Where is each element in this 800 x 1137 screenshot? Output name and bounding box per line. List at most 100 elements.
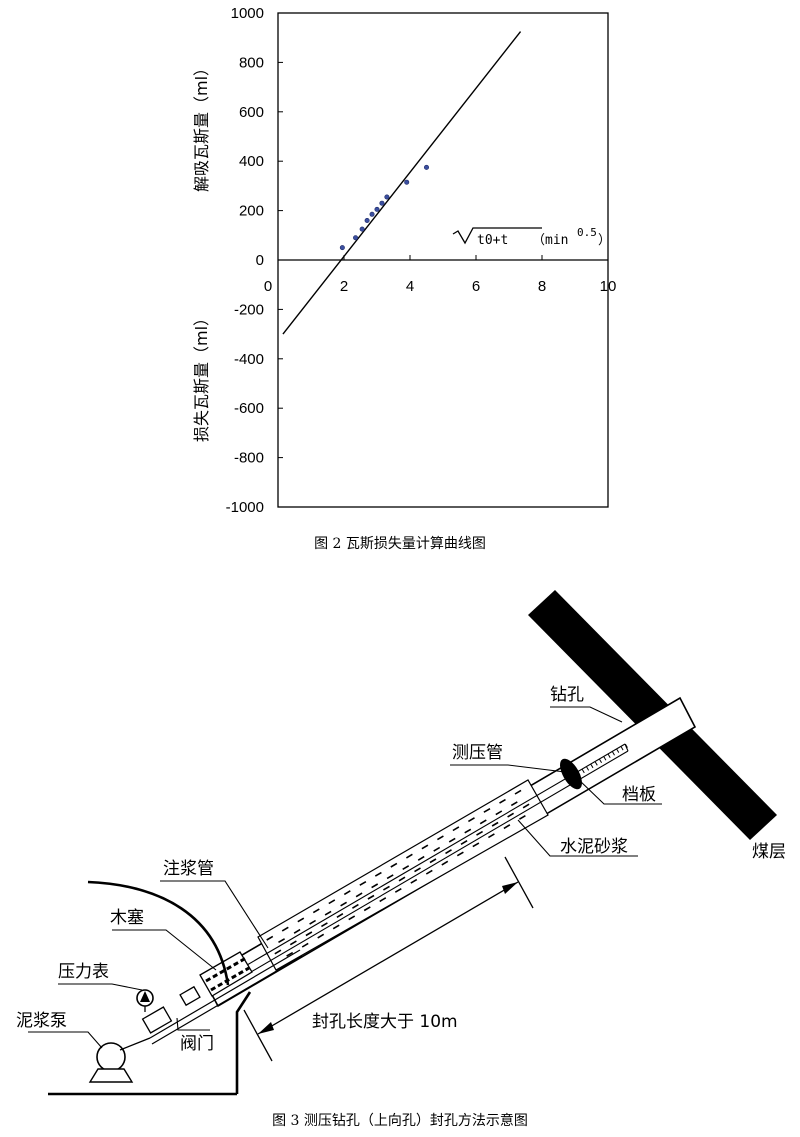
tube-mark [586,766,590,771]
mortar-hatch [483,808,491,813]
label-wood-plug: 木塞 [110,908,144,928]
label-grout-pipe: 注浆管 [163,859,214,879]
tube-mark [603,756,607,761]
mortar-hatch [518,815,526,820]
pressure-gauge [136,989,154,1012]
x-tick-label: 2 [340,278,348,295]
mortar-hatch [402,865,410,870]
tube-mark [599,759,603,764]
data-point [374,206,380,212]
y-tick-label: 0 [256,252,264,269]
tube-mark [624,743,628,748]
y-tick-label: 600 [239,104,264,121]
mortar-hatch [441,860,449,866]
data-point [359,226,365,232]
mortar-hatch [394,888,402,893]
x-label-exponent: 0.5 [577,226,597,239]
mortar-hatch [390,862,398,868]
mortar-hatch [340,901,348,907]
grout-pipe [149,949,301,1039]
mortar-hatch [301,942,309,948]
mortar-hatch [410,878,418,884]
y-tick-label: 1000 [231,5,264,22]
mortar-hatch [429,858,437,864]
y-tick-label: 400 [239,153,264,170]
tube-mark [581,769,585,774]
mortar-hatch [514,789,522,795]
roadway-wall [235,991,252,1094]
pressure-tube-marks [577,743,628,776]
mortar-hatch [297,917,305,923]
y-tick-label: -600 [234,400,264,417]
tube-mark [594,761,598,766]
mortar-hatch [425,869,433,875]
mortar-hatch [472,842,480,848]
mortar-hatch [467,817,475,823]
label-valve: 阀门 [180,1034,214,1054]
x-label-close: ） [598,233,611,248]
x-tick-label: 4 [406,278,414,295]
x-tick-label: 10 [600,278,617,295]
x-label-radicand: t0+t [477,233,508,248]
mortar-hatch [460,840,468,845]
x-label-unit: （min [532,233,568,248]
mortar-hatch [286,951,294,957]
mortar-hatch [510,801,518,807]
mortar-hatch [491,821,499,827]
mortar-hatch [317,933,325,939]
y-tick-label: -1000 [226,499,264,516]
mortar-hatch [495,810,503,816]
label-mud-pump: 泥浆泵 [16,1011,67,1031]
roadway-roof-curve [87,880,230,986]
mortar-hatch [348,915,356,921]
mortar-hatch [359,881,367,886]
y-axis-lower-label: 损失瓦斯量（ml） [192,310,211,442]
mortar-hatch [305,931,313,937]
pressure-tube [217,743,626,983]
mortar-hatch [398,876,406,882]
x-tick-label: 6 [472,278,480,295]
baffle [560,758,582,790]
y-axis-upper-label: 解吸瓦斯量（ml） [192,60,211,192]
sqrt-sign-icon [452,227,542,245]
label-seal-length: 封孔长度大于 10m [312,1012,458,1032]
data-point [369,211,375,217]
gauge-needle-icon [140,991,150,1002]
label-cement-mortar: 水泥砂浆 [560,837,628,857]
y-tick-label: -200 [234,301,264,318]
x-axis-label: t0+t （min 0.5 ） [452,226,611,248]
x-tick-label: 0 [264,278,272,295]
mortar-hatch [351,903,359,909]
mortar-hatch [456,851,464,857]
mortar-hatch [367,894,375,900]
x-tick-label: 8 [538,278,546,295]
mortar-hatch [405,853,413,859]
label-coal-seam: 煤层 [752,842,786,862]
mortar-hatch [476,830,483,836]
mortar-hatch [479,819,487,825]
mortar-hatch [386,874,394,880]
data-points [339,164,429,251]
mortar-hatch [343,890,351,896]
figure-3-caption: 图 3 测压钻孔（上向孔）封孔方法示意图 [272,1112,528,1129]
mud-pump [88,1037,151,1083]
mortar-hatch [452,826,460,832]
tube-mark [616,748,620,753]
mortar-hatch [379,897,387,903]
seal-length-dimension [243,856,534,1062]
mortar-hatch [355,892,363,898]
mortar-hatch [363,906,371,912]
data-point [384,194,390,200]
mortar-hatch [293,928,301,934]
mortar-hatch [312,908,320,914]
x-tick-group: 0 2 4 6 8 10 [264,255,617,295]
mortar-hatch [328,899,336,905]
mortar-hatch [309,919,317,925]
tube-mark [590,764,594,769]
figure-2-caption: 图 2 瓦斯损失量计算曲线图 [314,536,486,552]
y-tick-label: 200 [239,203,264,220]
mortar-hatch [503,824,511,830]
